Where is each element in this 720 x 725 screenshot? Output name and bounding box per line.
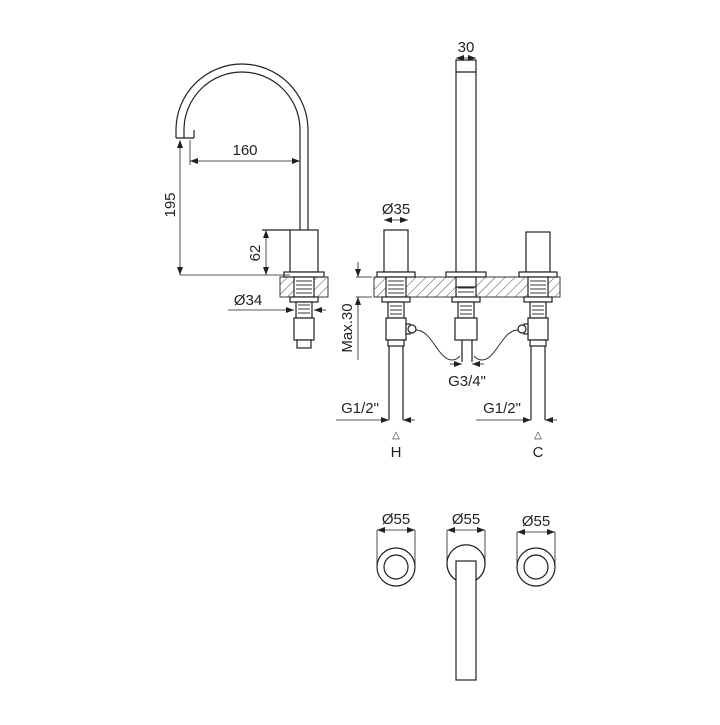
dim-top-right-label: Ø55 bbox=[522, 513, 550, 530]
dim-handshower-label: 30 bbox=[458, 39, 475, 56]
spout-inner-curve bbox=[175, 63, 309, 230]
handshower-top bbox=[455, 560, 477, 681]
cold-handle-top bbox=[516, 547, 556, 587]
spout-outer-curve bbox=[183, 71, 301, 230]
dim-cold-connection-label: G1/2" bbox=[483, 400, 521, 417]
hot-arrow-icon: △ bbox=[392, 430, 400, 441]
spout-side-view: 160 195 62 Ø34 bbox=[162, 63, 329, 349]
hot-handle bbox=[383, 229, 409, 273]
spout-body bbox=[289, 229, 319, 273]
dim-reach-label: 160 bbox=[232, 142, 257, 159]
dim-hot-connection-label: G1/2" bbox=[341, 400, 379, 417]
dim-top-center-label: Ø55 bbox=[452, 511, 480, 528]
cold-valve bbox=[527, 317, 549, 341]
dim-handle-label: Ø35 bbox=[382, 201, 410, 218]
handshower-base-top bbox=[446, 544, 486, 581]
dim-center-connection-label: G3/4" bbox=[448, 373, 486, 390]
dim-max-deck-label: Max.30 bbox=[339, 303, 356, 352]
dim-base-diameter-label: Ø34 bbox=[234, 292, 262, 309]
connector bbox=[293, 317, 315, 341]
top-view: Ø55 Ø55 Ø55 bbox=[376, 511, 556, 681]
front-view: 30 Ø35 bbox=[336, 39, 561, 461]
cold-label: C bbox=[533, 444, 544, 461]
dim-top-left-label: Ø55 bbox=[382, 511, 410, 528]
hand-shower bbox=[455, 59, 477, 273]
dim-height-label: 195 bbox=[162, 192, 179, 217]
cold-handle bbox=[525, 231, 551, 273]
cold-arrow-icon: △ bbox=[534, 430, 542, 441]
dim-base-height-label: 62 bbox=[247, 245, 264, 262]
center-connector bbox=[454, 317, 478, 341]
hot-valve bbox=[385, 317, 407, 341]
hot-label: H bbox=[391, 444, 402, 461]
hot-handle-top bbox=[376, 547, 416, 587]
